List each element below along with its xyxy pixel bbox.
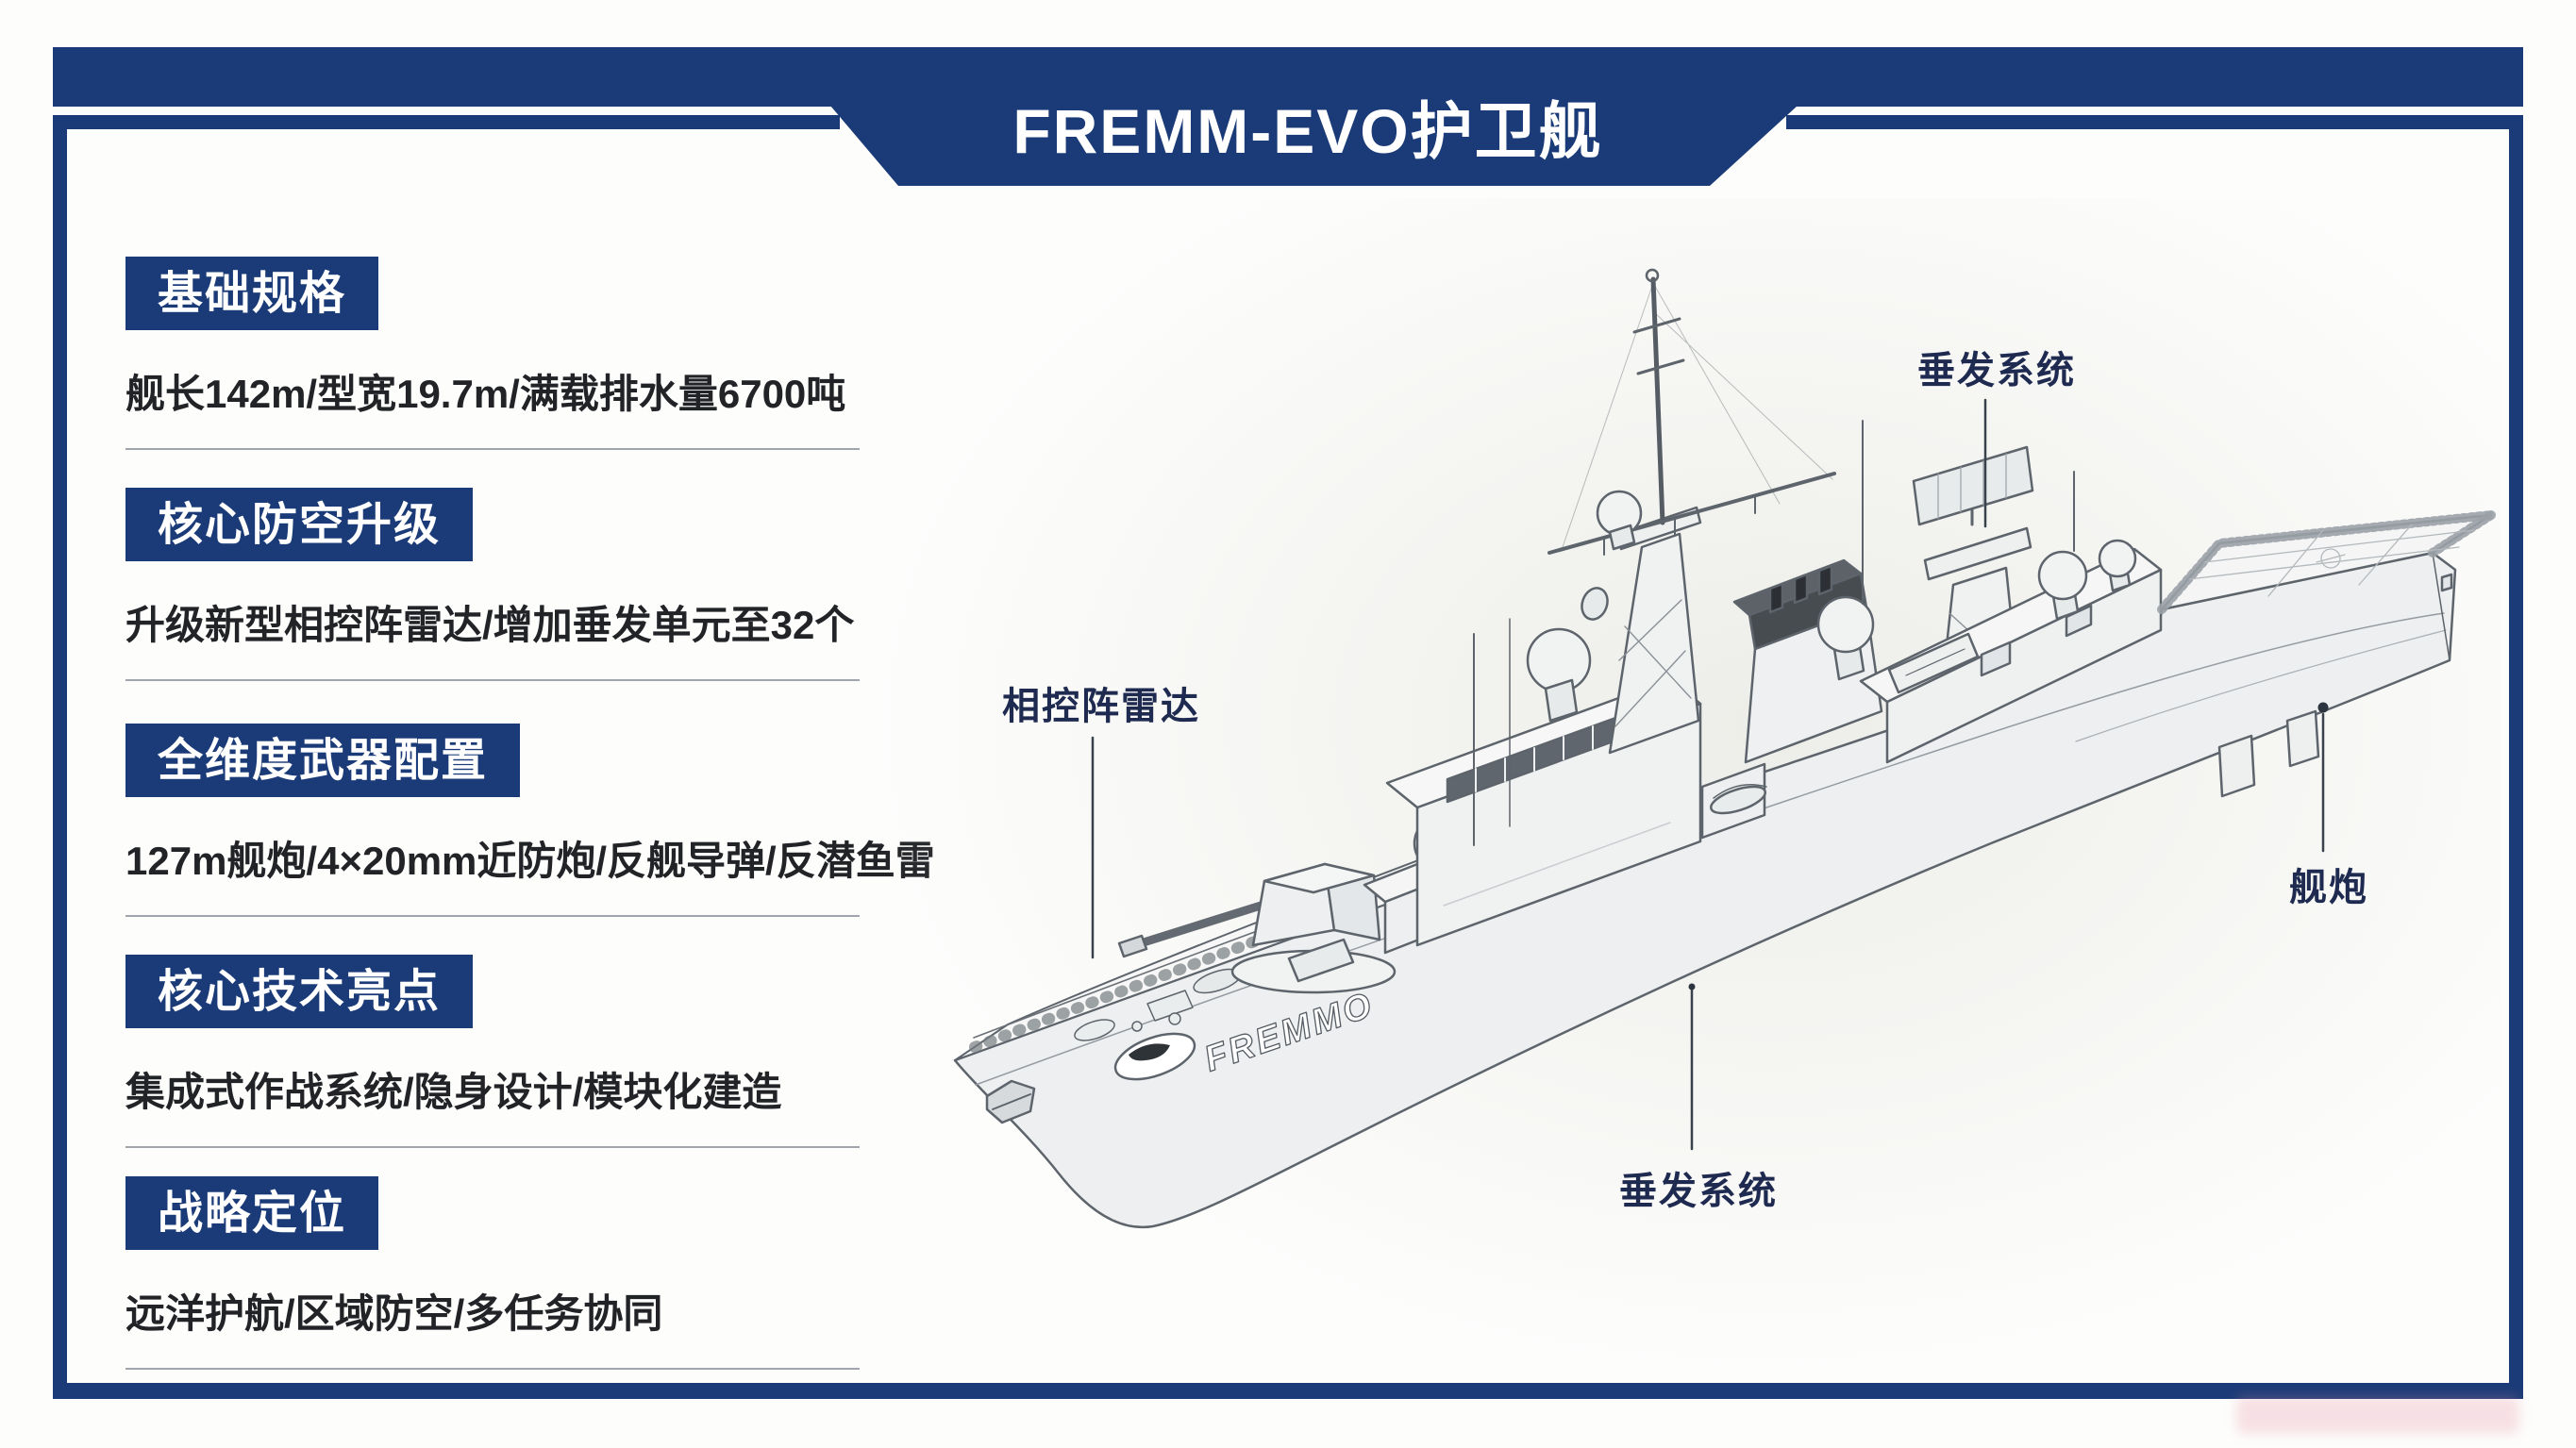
section-divider (125, 448, 860, 450)
flight-deck (2157, 510, 2496, 614)
section-tech-highlights: 核心技术亮点 集成式作战系统/隐身设计/模块化建造 (125, 955, 863, 1148)
callout-dot-gun (2317, 702, 2329, 713)
section-body-text: 127m舰炮/4×20mm近防炮/反舰导弹/反潜鱼雷 (125, 839, 935, 883)
callout-label-naval-gun: 舰炮 (2289, 867, 2368, 908)
callout-lines (1091, 398, 2329, 1151)
whip-antennas (1473, 420, 2075, 846)
section-air-defense: 核心防空升级 升级新型相控阵雷达/增加垂发单元至32个 (125, 488, 863, 681)
section-body-text: 舰长142m/型宽19.7m/满载排水量6700吨 (125, 372, 846, 416)
radome (1526, 627, 1592, 693)
section-heading-badge: 全维度武器配置 (125, 724, 521, 797)
section-heading-badge: 核心技术亮点 (125, 955, 474, 1028)
callout-dot-vls-bottom (1688, 983, 1696, 990)
frame-border-right (2509, 115, 2523, 1399)
foredeck-equipment (1074, 963, 1262, 1041)
section-heading-badge: 战略定位 (125, 1176, 379, 1250)
section-divider (125, 1368, 860, 1370)
callout-label-phased-array-radar: 相控阵雷达 (1002, 686, 1200, 727)
section-basic-specs: 基础规格 舰长142m/型宽19.7m/满载排水量6700吨 (125, 257, 863, 450)
section-divider (125, 679, 860, 681)
watermark-smudge (2236, 1396, 2519, 1434)
frame-border-bottom (53, 1383, 2523, 1399)
frame-border-left (53, 115, 67, 1399)
hull-emblem (1113, 1032, 1196, 1081)
section-weapons: 全维度武器配置 127m舰炮/4×20mm近防炮/反舰导弹/反潜鱼雷 (125, 724, 935, 917)
section-strategic-role: 战略定位 远洋护航/区域防空/多任务协同 (125, 1176, 863, 1370)
section-body-text: 升级新型相控阵雷达/增加垂发单元至32个 (125, 603, 855, 647)
section-body-text: 远洋护航/区域防空/多任务协同 (125, 1291, 663, 1336)
frame-border-top-left (53, 115, 840, 129)
radome (2037, 550, 2088, 601)
page-title: FREMM-EVO护卫舰 (1012, 96, 1603, 166)
radome (2098, 539, 2137, 578)
main-mast (1547, 268, 1836, 755)
main-gun-turret (1117, 862, 1397, 994)
callout-label-vls-top: 垂发系统 (1917, 350, 2076, 391)
callout-label-vls-bottom: 垂发系统 (1619, 1171, 1778, 1212)
section-body-text: 集成式作战系统/隐身设计/模块化建造 (125, 1070, 782, 1114)
section-divider (125, 915, 860, 917)
satcom-radome (1816, 595, 1875, 681)
aft-deckhouse (1859, 539, 2163, 764)
section-heading-badge: 核心防空升级 (125, 488, 474, 561)
frame-border-top-right (1786, 115, 2523, 129)
ship-hull (953, 551, 2457, 1229)
boat-deck (1700, 762, 1767, 840)
banner-band (53, 47, 2523, 107)
section-divider (125, 1146, 860, 1148)
section-heading-badge: 基础规格 (125, 257, 379, 330)
